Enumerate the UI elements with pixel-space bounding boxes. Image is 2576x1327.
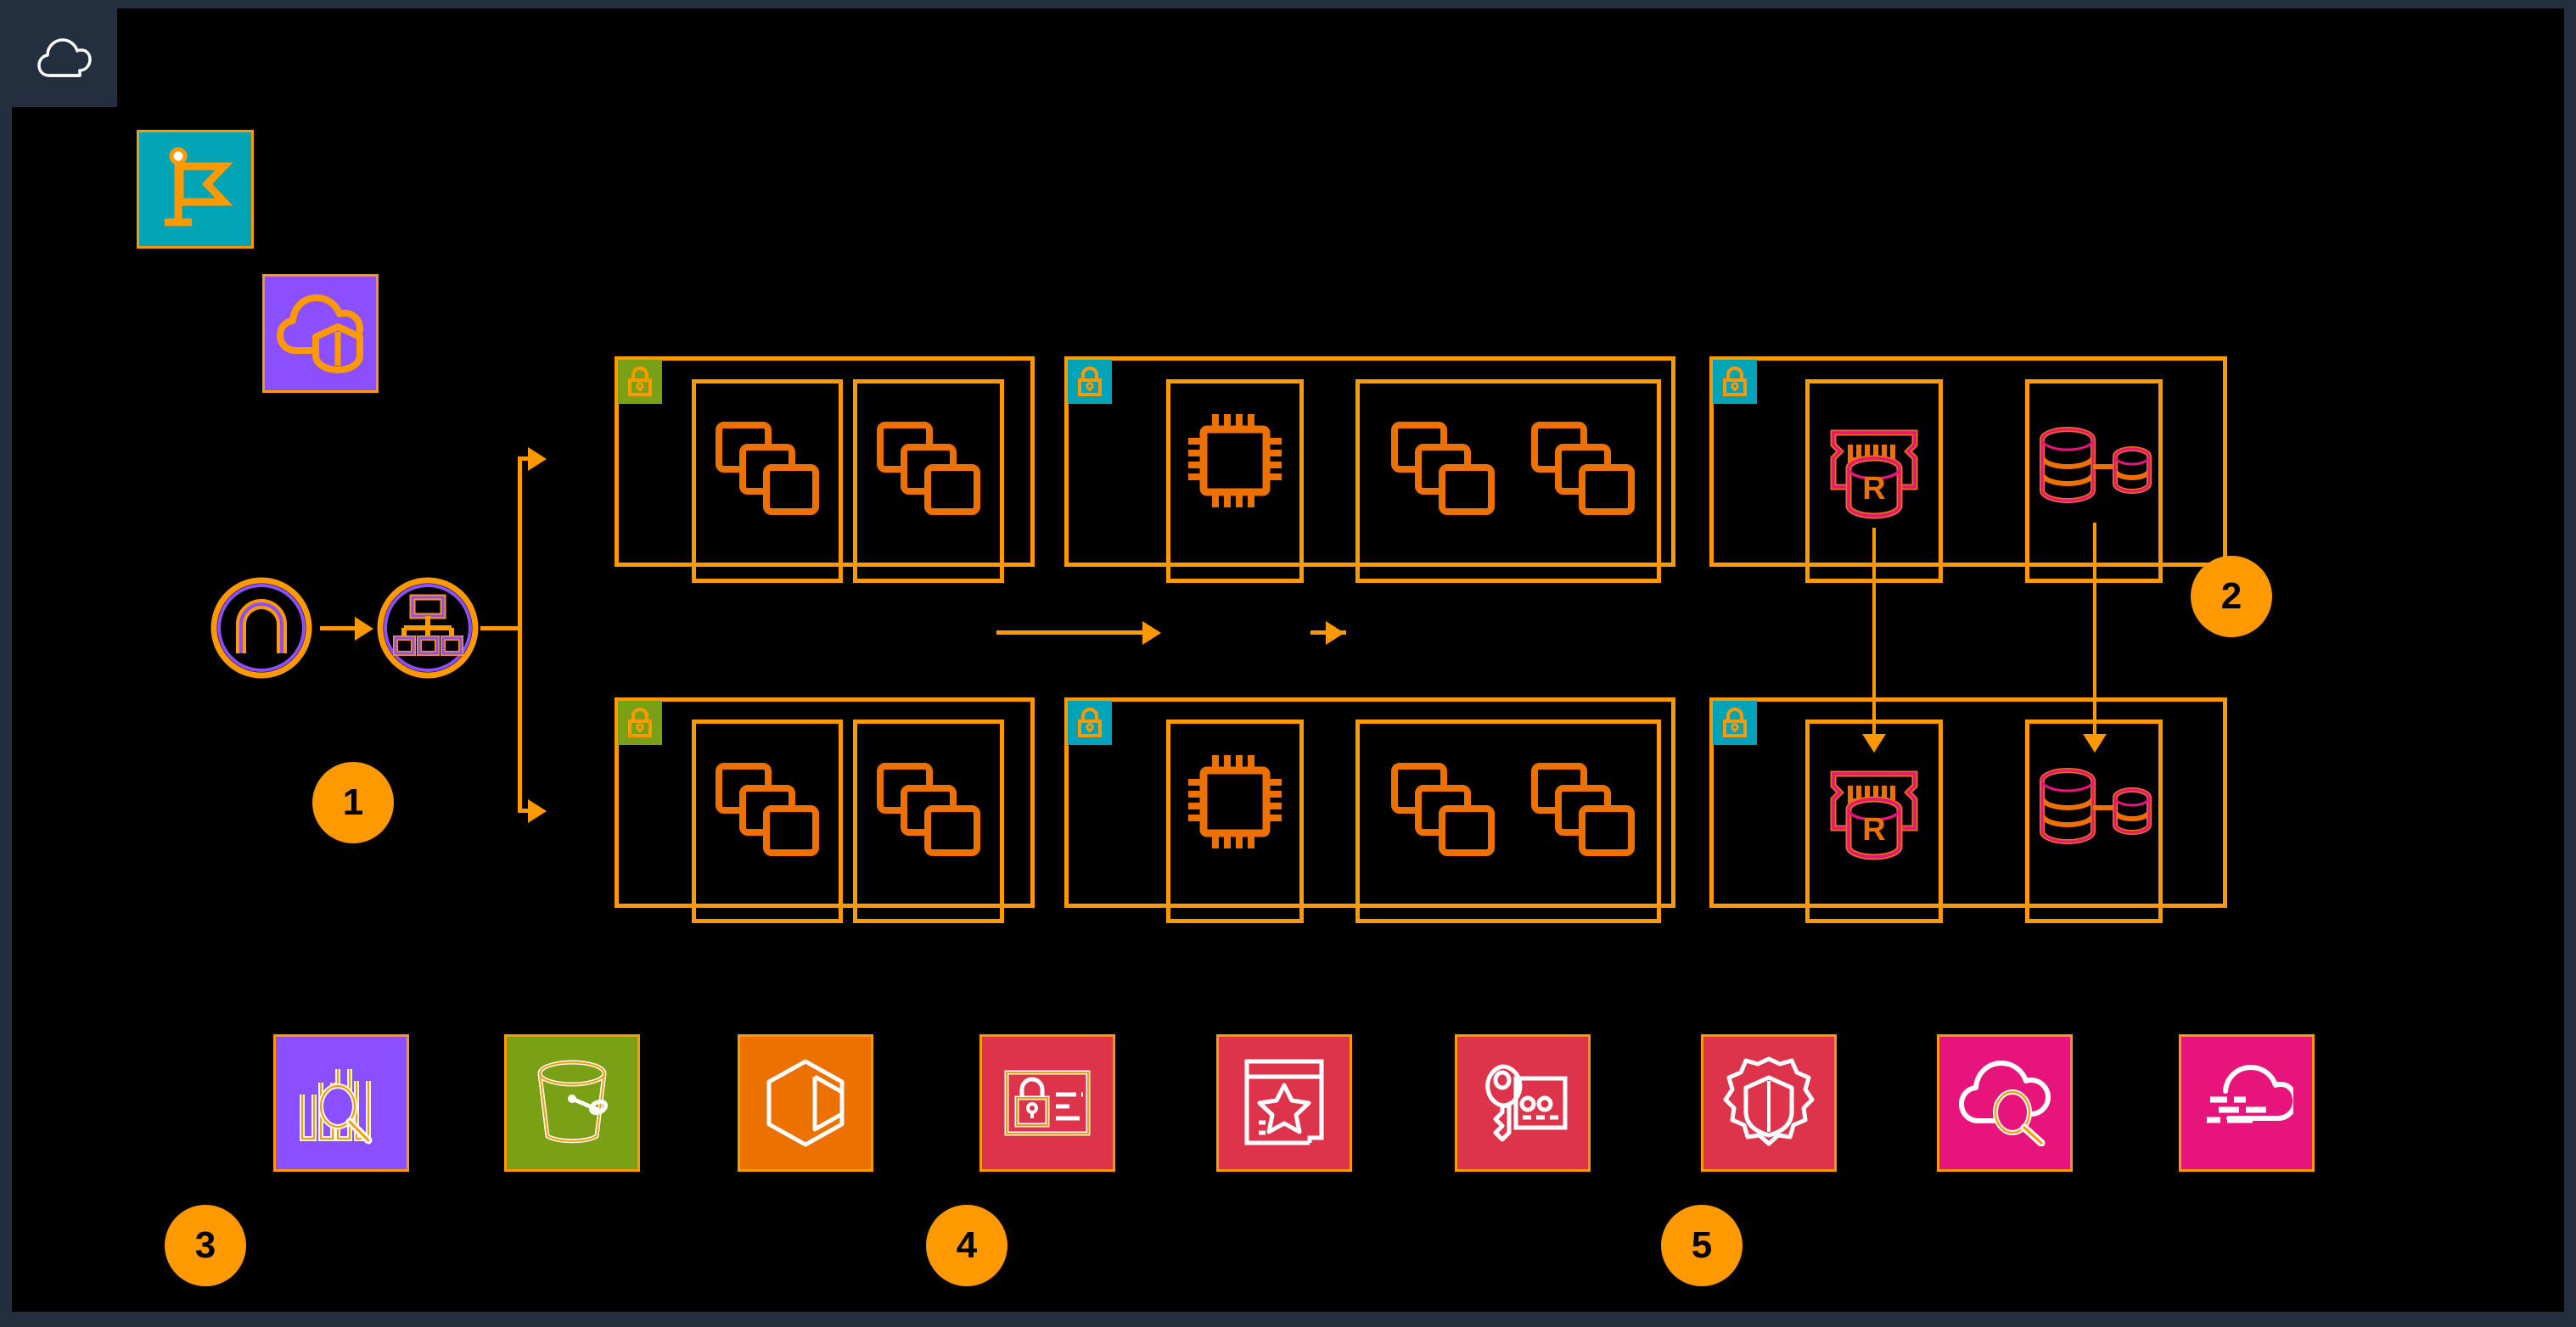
- step-badge-5[interactable]: 5: [1661, 1205, 1743, 1286]
- step-badge-2[interactable]: 2: [2191, 556, 2272, 637]
- key-management-icon: [1455, 1034, 1591, 1172]
- group-public-az1-a: [692, 379, 843, 583]
- region-flag-icon: [137, 130, 254, 249]
- lock-icon-private-data-az1: [1713, 360, 1757, 404]
- container-registry-icon: [738, 1034, 873, 1172]
- group-app-az2-containers: [1355, 719, 1661, 923]
- container-stack-icon: [1391, 422, 1495, 519]
- compute-chip-icon: [1181, 407, 1288, 518]
- group-app-az1-compute: [1166, 379, 1304, 583]
- replication-line-cache: [2093, 523, 2096, 740]
- arrowhead-replication-cache: [2083, 734, 2107, 753]
- arrowhead-dns-to-lb: [355, 617, 373, 641]
- rds-database-icon: R: [1818, 417, 1930, 534]
- step-badge-4[interactable]: 4: [926, 1205, 1007, 1286]
- container-stack-icon: [1391, 763, 1495, 860]
- step-badge-3[interactable]: 3: [165, 1205, 246, 1286]
- rds-database-icon: R: [1818, 759, 1930, 875]
- diagram-stage: R: [12, 8, 2564, 1312]
- group-app-az1-containers: [1355, 379, 1661, 583]
- aws-cloud-icon: [12, 8, 117, 107]
- load-balancer-icon: [375, 575, 480, 680]
- cloudwatch-icon: [1937, 1034, 2073, 1172]
- group-app-az2-compute: [1166, 719, 1304, 923]
- cache-cluster-icon: [2034, 424, 2152, 524]
- subnet-public-az1: [615, 356, 1035, 567]
- lock-icon-public-az2: [618, 701, 662, 745]
- container-stack-icon: [716, 422, 819, 519]
- arrowhead-app-internal: [1326, 621, 1344, 645]
- connector-dns-to-lb: [320, 626, 357, 630]
- trunk-vertical: [518, 456, 522, 813]
- route53-dns-icon: [209, 575, 314, 680]
- container-stack-icon: [1531, 422, 1635, 519]
- connector-lb-to-trunk: [480, 626, 521, 630]
- lock-icon-private-data-az2: [1713, 701, 1757, 745]
- container-stack-icon: [1531, 763, 1635, 860]
- vpc-shield-cloud-icon: [262, 274, 379, 393]
- compute-chip-icon: [1181, 748, 1288, 859]
- svg-text:R: R: [1862, 812, 1885, 848]
- secrets-manager-icon: [979, 1034, 1115, 1172]
- s3-bucket-icon: [504, 1034, 640, 1172]
- subnet-private-data-az2: [1709, 697, 2227, 908]
- subnet-public-az2: [615, 697, 1035, 908]
- connector-public-to-app: [996, 630, 1149, 635]
- subnet-private-data-az1: [1709, 356, 2227, 567]
- arrowhead-branch-lower: [528, 799, 547, 823]
- container-stack-icon: [877, 763, 980, 860]
- step-badge-1[interactable]: 1: [312, 762, 394, 843]
- cloudtrail-icon: [2179, 1034, 2315, 1172]
- lock-icon-public-az1: [618, 360, 662, 404]
- container-stack-icon: [877, 422, 980, 519]
- group-public-az2-b: [853, 719, 1004, 923]
- security-hub-icon: [1701, 1034, 1837, 1172]
- arrowhead-branch-upper: [528, 447, 547, 471]
- subnet-private-app-az2: [1064, 697, 1675, 908]
- cloudwatch-logs-insights-icon: [273, 1034, 409, 1172]
- group-public-az1-b: [853, 379, 1004, 583]
- group-public-az2-a: [692, 719, 843, 923]
- arrowhead-replication-rds: [1862, 734, 1886, 753]
- svg-text:R: R: [1862, 471, 1885, 507]
- certificate-manager-icon: [1216, 1034, 1352, 1172]
- subnet-private-app-az1: [1064, 356, 1675, 567]
- replication-line-rds: [1872, 528, 1876, 740]
- lock-icon-private-app-az2: [1068, 701, 1112, 745]
- cache-cluster-icon: [2034, 765, 2152, 865]
- arrowhead-public-to-app: [1142, 621, 1161, 645]
- container-stack-icon: [716, 763, 819, 860]
- lock-icon-private-app-az1: [1068, 360, 1112, 404]
